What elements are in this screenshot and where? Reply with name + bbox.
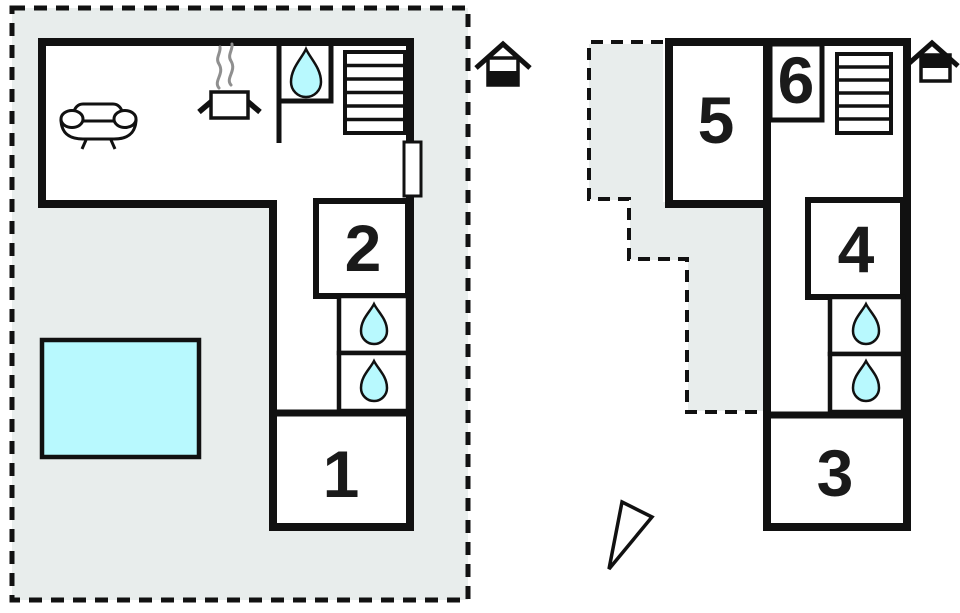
room-4-label: 4 xyxy=(838,212,875,286)
upper-level-fill xyxy=(921,55,950,68)
cooking-pot-icon xyxy=(197,42,262,120)
bathroom-walls-ground xyxy=(276,42,334,143)
steam-line xyxy=(215,45,223,90)
pot-body xyxy=(209,90,250,120)
room-6-label: 6 xyxy=(778,43,815,117)
lower-level-fill xyxy=(488,71,518,85)
entrance-door xyxy=(402,140,423,198)
water-drop-icon xyxy=(289,45,323,99)
room-2-label: 2 xyxy=(345,211,382,285)
room-6-box xyxy=(767,41,825,123)
water-drop-icon xyxy=(359,301,389,346)
north-arrow-icon xyxy=(607,499,655,571)
house-lower-level-icon xyxy=(474,40,532,87)
sofa-armrest xyxy=(112,109,138,129)
sofa-icon xyxy=(59,102,138,150)
staircase-steps-upper xyxy=(837,65,891,121)
sofa-legs xyxy=(80,139,117,150)
house-upper-level-icon xyxy=(904,39,960,83)
water-drop-icon xyxy=(851,358,881,403)
room-5-label: 5 xyxy=(698,83,735,157)
ground-floor-plan: 2 1 xyxy=(9,5,471,603)
ground-footprint-shade xyxy=(589,44,763,411)
water-drop-icon xyxy=(359,358,389,403)
steam-line xyxy=(227,42,235,87)
swimming-pool xyxy=(39,337,202,460)
water-drop-icon xyxy=(851,301,881,346)
staircase-steps-ground xyxy=(345,63,405,122)
ground-footprint-dashed-outline xyxy=(587,40,762,414)
room-3-label: 3 xyxy=(817,436,854,510)
room-1-label: 1 xyxy=(323,437,360,511)
sofa-armrest xyxy=(59,109,85,129)
building-outline-ground xyxy=(38,38,414,531)
roof-line xyxy=(474,40,532,70)
upper-floor-plan: 5 6 4 3 xyxy=(587,38,911,531)
